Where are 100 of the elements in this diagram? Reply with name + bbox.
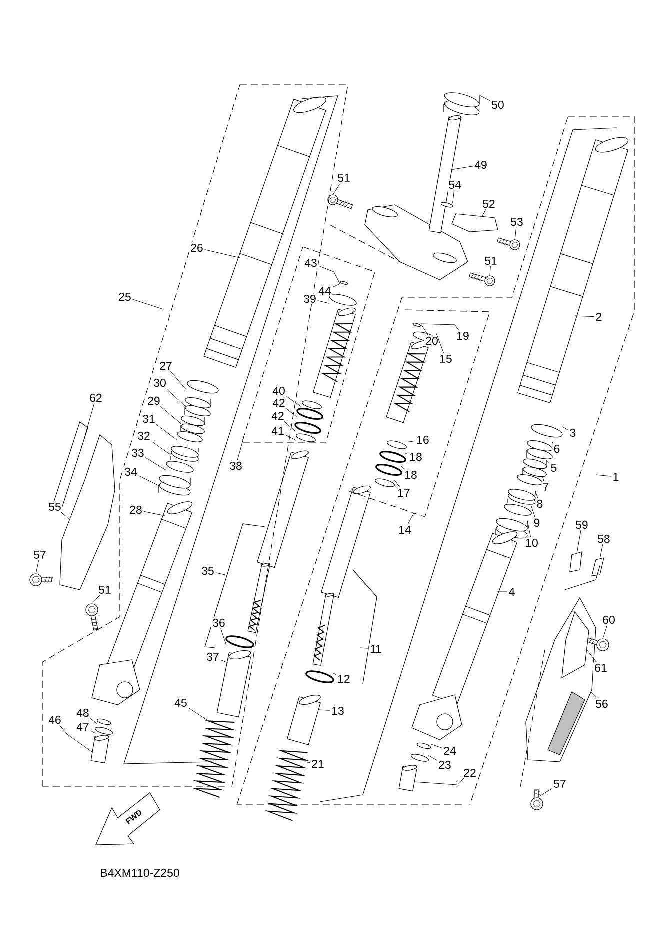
washer [410,754,429,762]
leader-line [284,421,296,432]
callout-number: 18 [403,470,419,480]
leader-line [286,396,303,408]
callout-number: 10 [524,538,540,548]
callout-number: 59 [574,520,590,530]
leader-line [138,476,160,486]
o-ring [296,434,316,442]
inner-tube [92,502,193,706]
circlip [166,461,194,473]
leader-line [436,334,444,354]
callout-number: 6 [552,444,562,454]
callout-number: 56 [594,698,610,710]
callout-number: 34 [123,466,139,478]
spring [264,750,310,822]
bearing [444,92,480,116]
leader-line [92,595,100,604]
leader-line [490,266,491,276]
leader-line [333,673,336,676]
bolt [497,238,520,250]
holder [452,214,498,232]
callout-number: 52 [481,198,497,210]
callout-number: 25 [117,292,133,302]
leader-line [574,316,595,318]
seal-ring [376,464,402,476]
leader-line [90,730,96,734]
bolt [30,574,54,586]
leader-line [586,650,597,663]
leader-line [152,441,172,456]
leader-line [60,725,92,752]
leader-line [536,788,552,798]
callout-number: 39 [302,294,318,304]
steering-stem [364,115,468,280]
leader-line [596,474,612,477]
leader-line [286,408,298,418]
callout-number: 26 [189,242,205,254]
leader-line [84,403,95,440]
callout-number: 13 [330,706,346,716]
leader-line [590,692,598,699]
drawing-code: B4XM110-Z250 [101,868,180,878]
clip [570,552,582,572]
leader-line [450,166,474,170]
callout-number: 48 [75,708,91,718]
callout-number: 28 [128,504,144,516]
leader-line [576,530,582,554]
leader-line [220,660,228,664]
leader-line [405,453,408,455]
leader-line [61,512,70,520]
oil-seal [508,489,536,505]
leader-line [146,458,167,471]
seal-ring [380,451,406,463]
leader-line [479,95,490,102]
leader-line [170,371,188,392]
leader-line [408,513,414,525]
callout-number: 61 [593,662,609,674]
o-ring [531,424,563,438]
callout-number: 46 [47,714,63,726]
callout-number: 38 [228,460,244,472]
o-ring [96,718,112,726]
o-ring [387,440,407,450]
o-ring [375,478,395,488]
leader-line [304,762,310,764]
bushing [526,440,554,460]
leader-line [420,324,429,336]
bolt [587,638,610,652]
callout-number: 18 [408,452,424,462]
callout-number: 20 [424,336,440,346]
o-ring [187,380,219,394]
bolt [328,194,354,210]
callout-number: 3 [568,428,578,438]
leader-line [90,718,98,724]
washer [177,432,203,442]
bolt [340,281,348,285]
dust-seal [158,475,192,496]
clip [592,558,604,576]
seal-ring [294,422,322,434]
leader-line [531,506,536,518]
callout-number: 40 [271,386,287,396]
leader-line [220,628,227,646]
o-ring [226,636,254,648]
leader-line [394,480,400,488]
leader-line [144,511,166,516]
callout-number: 9 [532,518,542,528]
o-ring [416,742,432,750]
leader-line [156,424,178,441]
washer [517,474,543,486]
leader-line [188,708,210,722]
callout-number: 43 [303,258,319,268]
callout-number: 53 [509,216,525,228]
callout-number: 7 [542,482,550,492]
callout-number: 60 [601,614,617,626]
callout-number: 5 [550,462,558,474]
callout-number: 19 [455,330,471,342]
leader-line [318,710,330,711]
leader-line [414,778,464,786]
o-ring [302,400,322,410]
spring-seat [287,695,321,746]
callout-number: 35 [200,566,216,576]
callout-number: 33 [130,448,146,458]
circlip [504,504,532,516]
